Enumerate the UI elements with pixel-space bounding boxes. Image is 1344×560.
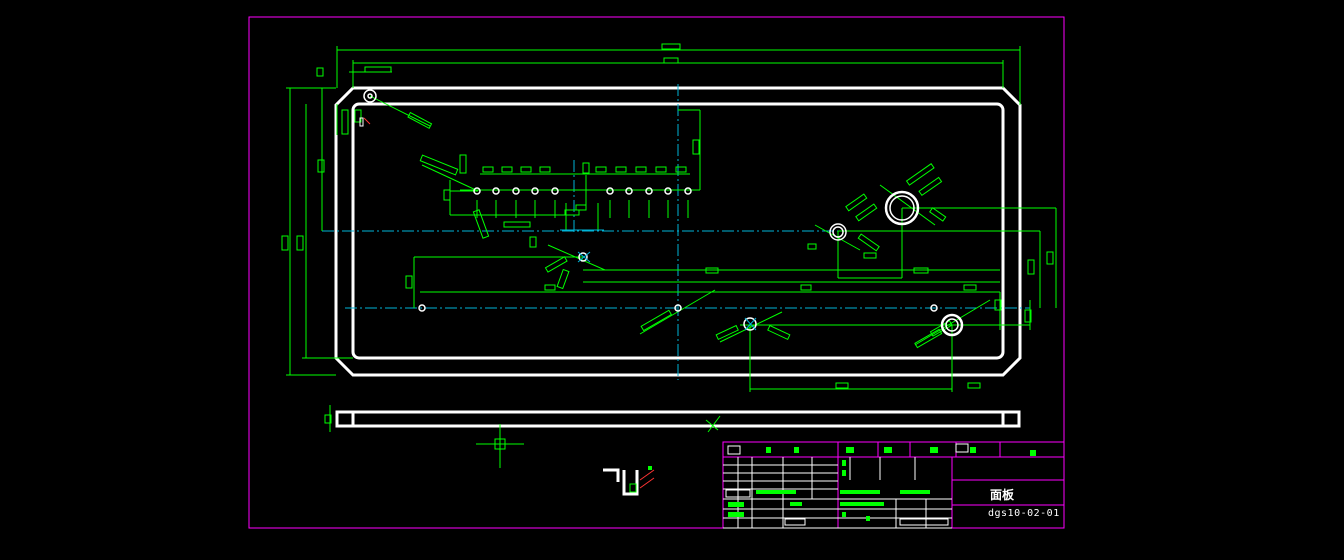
hole-lower-right — [940, 313, 964, 337]
roughness-leader — [639, 469, 655, 489]
panel-side-view — [324, 405, 1021, 433]
title-block-grid — [723, 443, 969, 529]
sheet-border — [248, 16, 1065, 529]
roughness-symbol — [603, 468, 639, 496]
datum-cross — [476, 424, 524, 468]
red-marker — [363, 117, 371, 125]
hole-mid-right — [829, 223, 847, 241]
holes — [363, 89, 964, 337]
drawing-number: dgs10-02-01 — [988, 508, 1060, 519]
title-block-glyphs — [728, 447, 1036, 521]
annotation-leaders — [369, 95, 991, 349]
panel-outer-outline — [334, 86, 1022, 377]
hole-top-left — [363, 89, 377, 103]
centerlines — [322, 84, 1030, 380]
hole-large — [884, 190, 920, 226]
dimension-lines — [281, 43, 1057, 392]
part-name: 面板 — [990, 488, 1015, 502]
hole-centermarks — [560, 229, 757, 331]
